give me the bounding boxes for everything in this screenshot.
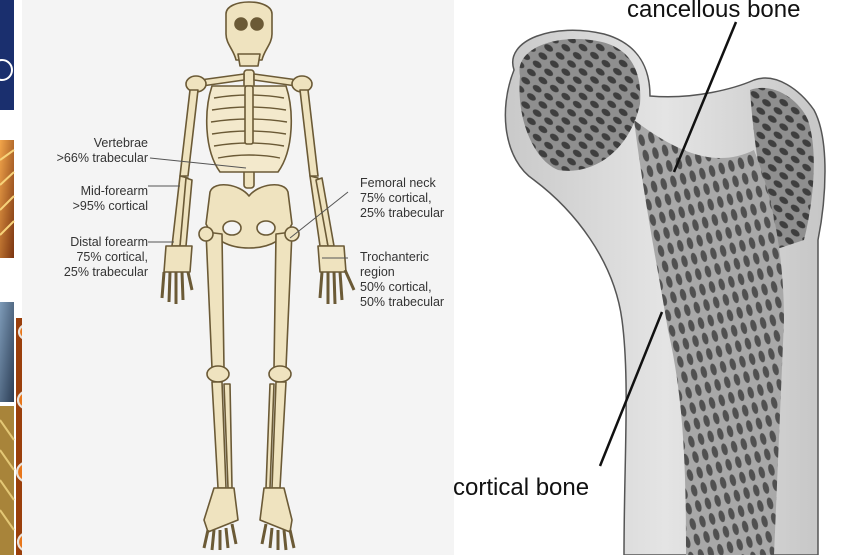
femur-cross-section — [454, 0, 845, 555]
right-label-clip: Femoral neck 75% cortical, 25% trabecula… — [360, 170, 454, 330]
label-femoral-neck: Femoral neck 75% cortical, 25% trabecula… — [360, 176, 444, 221]
right-humerus — [300, 90, 318, 176]
skull — [226, 2, 272, 60]
label-trochanteric-region: Trochanteric region 50% cortical, 50% tr… — [360, 250, 444, 310]
label-vertebrae: Vertebrae >66% trabecular — [57, 136, 148, 166]
label-distal-forearm: Distal forearm 75% cortical, 25% trabecu… — [64, 235, 148, 280]
right-femur — [274, 232, 292, 368]
label-cancellous-bone: cancellous bone — [627, 0, 800, 24]
right-hand — [318, 246, 346, 272]
label-mid-forearm: Mid-forearm >95% cortical — [73, 184, 148, 214]
label-cortical-bone: cortical bone — [453, 474, 589, 502]
left-hand — [164, 246, 192, 272]
left-femur — [206, 232, 224, 368]
